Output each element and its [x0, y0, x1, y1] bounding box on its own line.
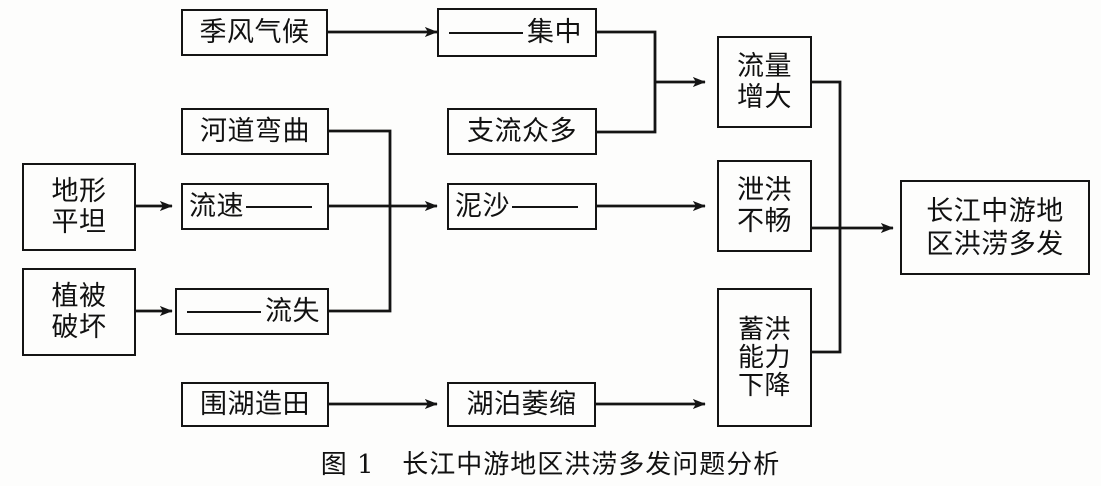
node-label-line-1: 地形 — [51, 176, 107, 207]
edge-winding-merge — [329, 129, 392, 206]
node-storage-capacity-decline[interactable]: 蓄洪 能力 下降 — [717, 288, 812, 427]
node-winding-channel[interactable]: 河道弯曲 — [181, 108, 329, 155]
node-label-line-1: 流量 — [737, 51, 792, 82]
node-label: 季风气候 — [199, 17, 310, 48]
fill-in-blank[interactable] — [187, 310, 261, 313]
node-label: 湖泊萎缩 — [466, 389, 577, 420]
node-lake-reclamation[interactable]: 围湖造田 — [181, 382, 329, 427]
edge-discharge-merge — [812, 80, 842, 228]
node-label: 流失 — [265, 296, 320, 327]
node-label-line-2: 能力 — [737, 342, 791, 373]
node-label-line-2: 平坦 — [51, 207, 107, 238]
node-soil-loss[interactable]: 流失 — [175, 288, 329, 335]
node-sediment[interactable]: 泥沙 — [447, 183, 597, 230]
node-monsoon-climate[interactable]: 季风气候 — [181, 9, 328, 56]
node-label: 集中 — [527, 17, 582, 48]
node-label: 流速 — [189, 191, 244, 222]
edge-soilloss-merge — [329, 206, 392, 313]
node-label: 泥沙 — [455, 191, 510, 222]
edge-storage-merge — [812, 228, 842, 354]
node-lake-shrinkage[interactable]: 湖泊萎缩 — [447, 382, 596, 427]
node-label-line-1: 植被 — [51, 281, 107, 312]
node-label-line-1: 长江中游地 — [926, 195, 1064, 227]
node-label-line-1: 泄洪 — [737, 175, 792, 206]
node-outcome-flooding[interactable]: 长江中游地 区洪涝多发 — [900, 180, 1090, 275]
node-label-line-2: 破坏 — [51, 312, 107, 343]
node-concentrated-rainfall[interactable]: 集中 — [437, 8, 597, 57]
figure-caption: 图 1 长江中游地区洪涝多发问题分析 — [320, 450, 781, 480]
node-label-line-2: 区洪涝多发 — [926, 228, 1064, 260]
edge-tributaries-merge — [597, 82, 657, 134]
edge-concentrated-merge — [597, 30, 657, 82]
node-vegetation-damage[interactable]: 植被 破坏 — [22, 268, 136, 356]
fill-in-blank[interactable] — [246, 205, 312, 208]
node-label: 围湖造田 — [200, 389, 310, 420]
node-label-line-2: 不畅 — [737, 206, 792, 237]
node-flow-speed[interactable]: 流速 — [181, 183, 329, 230]
node-many-tributaries[interactable]: 支流众多 — [447, 108, 597, 155]
node-label: 支流众多 — [467, 116, 577, 147]
fill-in-blank[interactable] — [449, 31, 523, 34]
node-label-line-1: 蓄洪 — [737, 314, 791, 345]
node-discharge-increase[interactable]: 流量 增大 — [717, 36, 812, 128]
node-label-line-2: 增大 — [737, 82, 792, 113]
node-poor-drainage[interactable]: 泄洪 不畅 — [717, 160, 812, 252]
node-label-line-3: 下降 — [737, 370, 791, 401]
fill-in-blank[interactable] — [512, 205, 578, 208]
node-label: 河道弯曲 — [200, 116, 310, 147]
node-flat-terrain[interactable]: 地形 平坦 — [22, 163, 136, 251]
